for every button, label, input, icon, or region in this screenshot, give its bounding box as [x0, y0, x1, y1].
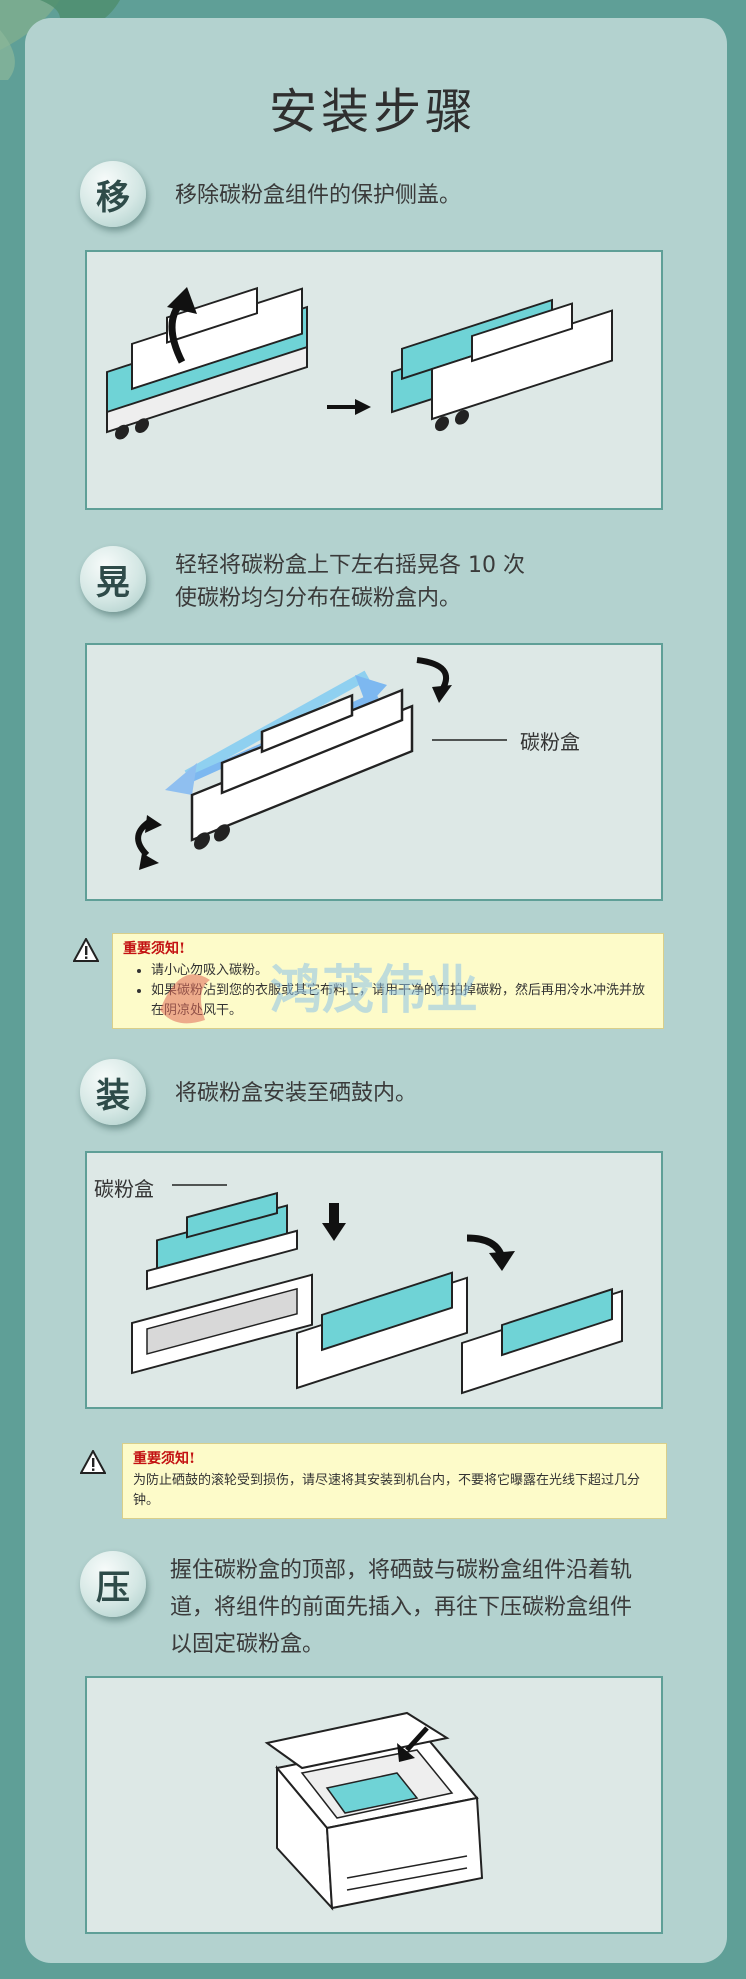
step-4-text-line1: 握住碳粉盒的顶部，将硒鼓与碳粉盒组件沿着轨 [170, 1558, 633, 1583]
notice-2-text: 为防止硒鼓的滚轮受到损伤，请尽速将其安装到机台内，不要将它曝露在光线下超过几分钟… [133, 1473, 641, 1508]
watermark-text: 鸿茂伟业 [270, 961, 478, 1021]
step-4-illustration [85, 1676, 663, 1934]
step-badge-press: 压 [80, 1551, 146, 1617]
notice-1-item: 请小心勿吸入碳粉。 [151, 961, 653, 981]
toner-label-2: 碳粉盒 [94, 1177, 154, 1201]
step-2-text-line2: 使碳粉均匀分布在碳粉盒内。 [175, 586, 462, 611]
notice-1-head: 重要须知! [123, 941, 186, 957]
step-badge-install: 装 [80, 1059, 146, 1125]
step-badge-remove: 移 [80, 161, 146, 227]
warning-icon [73, 938, 99, 962]
step-4-text-line3: 以固定碳粉盒。 [170, 1632, 325, 1657]
step-badge-shake: 晃 [80, 546, 146, 612]
step-3-illustration [85, 1151, 663, 1409]
watermark-logo: 鸿茂伟业 [160, 961, 478, 1024]
page-title: 安装步骤 [268, 84, 477, 140]
step-4-text-line2: 道，将组件的前面先插入，再往下压碳粉盒组件 [170, 1595, 633, 1620]
step-1-illustration [85, 250, 663, 510]
step-2-illustration [85, 643, 663, 901]
notice-box-2: 重要须知! 为防止硒鼓的滚轮受到损伤，请尽速将其安装到机台内，不要将它曝露在光线… [122, 1443, 667, 1519]
step-3-text: 将碳粉盒安装至硒鼓内。 [175, 1081, 418, 1106]
toner-label-1: 碳粉盒 [520, 730, 580, 754]
warning-icon [80, 1450, 106, 1474]
step-1-text: 移除碳粉盒组件的保护侧盖。 [175, 183, 462, 208]
notice-2-head: 重要须知! [133, 1451, 196, 1467]
step-2-text-line1: 轻轻将碳粉盒上下左右摇晃各 10 次 [175, 553, 525, 578]
